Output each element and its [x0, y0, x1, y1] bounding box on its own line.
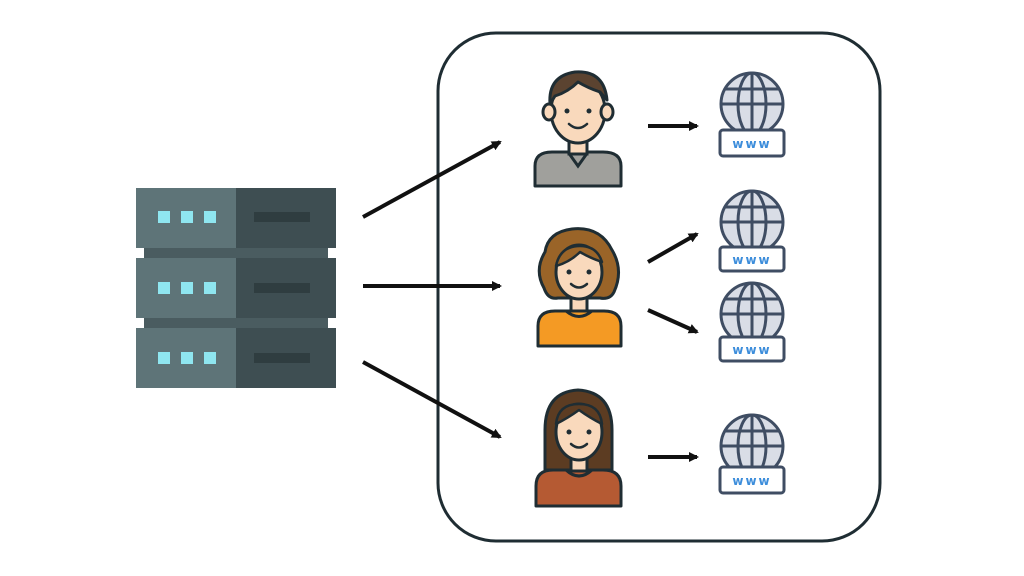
website-www-icon-3: www	[718, 281, 786, 363]
user-woman-long-icon	[534, 388, 623, 508]
www-label: www	[732, 253, 771, 267]
www-label: www	[732, 474, 771, 488]
server-unit-1	[136, 188, 336, 248]
server-unit-3	[136, 328, 336, 388]
server-rack-icon	[136, 188, 336, 388]
website-www-icon-4: www	[718, 413, 786, 495]
arrow-server-to-user-1	[362, 140, 502, 219]
www-label: www	[732, 137, 771, 151]
arrow-server-to-user-3	[362, 360, 502, 439]
arrow-user-2-to-website-2	[647, 232, 699, 264]
website-www-icon-2: www	[718, 189, 786, 273]
website-www-icon-1: www	[718, 71, 786, 158]
server-unit-2	[136, 258, 336, 318]
www-label: www	[732, 343, 771, 357]
user-man-icon	[533, 70, 623, 188]
user-woman-curly-icon	[536, 227, 623, 348]
arrow-user-2-to-website-3	[647, 308, 699, 334]
user-group-container	[436, 31, 882, 543]
